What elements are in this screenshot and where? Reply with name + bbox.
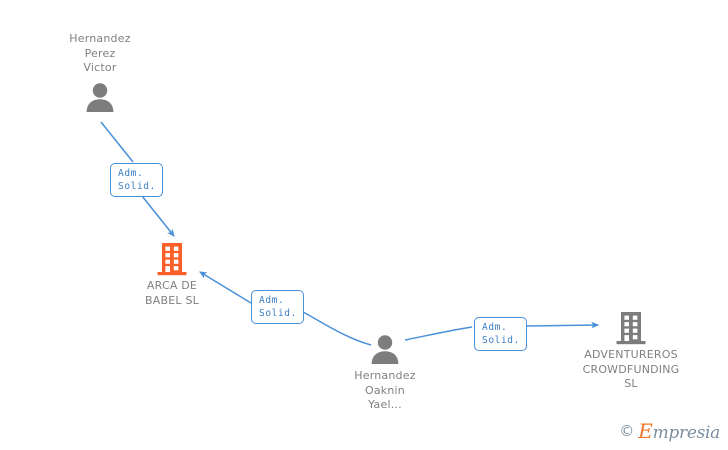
empresia-logo: Empresia <box>638 421 720 442</box>
node-label-company-arca: ARCA DE BABEL SL <box>145 279 199 307</box>
copyright-icon: © <box>619 422 635 440</box>
node-label-person-victor: Hernandez Perez Victor <box>69 32 131 74</box>
person-icon <box>367 331 403 367</box>
node-adventureros-crowdfunding-sl[interactable]: ADVENTUREROS CROWDFUNDING SL <box>566 310 696 392</box>
person-icon <box>82 79 118 115</box>
edge-label-victor-arca[interactable]: Adm. Solid. <box>110 163 163 197</box>
edge-label-yael-adventureros[interactable]: Adm. Solid. <box>474 317 527 351</box>
empresia-logo-rest: mpresia <box>652 423 721 443</box>
empresia-watermark: © Empresia <box>619 421 720 442</box>
edge-label-to-arca <box>141 195 175 237</box>
empresia-logo-initial: E <box>638 419 653 443</box>
node-hernandez-oaknin-yael[interactable]: Hernandez Oaknin Yael... <box>325 331 445 413</box>
edge-label-yael-arca[interactable]: Adm. Solid. <box>251 290 304 324</box>
building-icon <box>154 241 190 277</box>
node-label-company-adventureros: ADVENTUREROS CROWDFUNDING SL <box>582 348 680 390</box>
node-arca-de-babel-sl[interactable]: ARCA DE BABEL SL <box>112 241 232 308</box>
edge-victor-to-label <box>100 121 134 163</box>
node-hernandez-perez-victor[interactable]: Hernandez Perez Victor <box>40 32 160 115</box>
building-icon <box>613 310 649 346</box>
node-label-person-yael: Hernandez Oaknin Yael... <box>354 369 416 411</box>
